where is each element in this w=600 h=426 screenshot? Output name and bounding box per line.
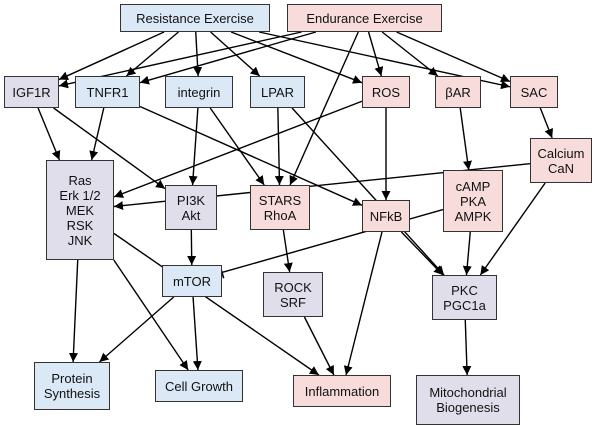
node-label: mTOR — [172, 273, 212, 289]
node-label: ROCK SRF — [274, 279, 312, 310]
edge-ros-to-ras — [113, 100, 363, 198]
node-rock-srf: ROCK SRF — [263, 272, 323, 317]
node-label: Mitochondrial Biogenesis — [429, 385, 507, 415]
edge-bar-to-camp — [459, 107, 472, 171]
edge-lpar-to-pkc — [291, 107, 445, 276]
edge-ras-to-protein — [69, 259, 79, 363]
edge-integrin-to-stars — [209, 107, 265, 186]
node-cell-growth: Cell Growth — [155, 370, 243, 402]
edge-rock-to-inflammation — [303, 316, 335, 376]
edge-resistance-to-ros — [230, 31, 363, 84]
edge-lpar-to-stars — [274, 107, 284, 186]
edge-layer — [37, 31, 554, 376]
edge-igf1r-to-pi3k — [53, 107, 166, 190]
edge-resistance-to-lpar — [210, 31, 261, 77]
node-label: STARS RhoA — [258, 192, 302, 223]
node-label: PI3K Akt — [176, 192, 206, 223]
edge-camp-to-pkc — [462, 231, 472, 276]
node-resistance-exercise: Resistance Exercise — [120, 4, 270, 32]
node-mitochondrial-biogenesis: Mitochondrial Biogenesis — [416, 375, 520, 425]
node-label: IGF1R — [12, 84, 51, 100]
node-label: PKC PGC1a — [443, 282, 486, 313]
node-stars-rhoa: STARS RhoA — [250, 185, 310, 230]
node-endurance-exercise: Endurance Exercise — [287, 4, 442, 32]
node-camp-pka-ampk: cAMP PKA AMPK — [443, 170, 503, 232]
edge-ras-to-inflammation — [113, 232, 320, 376]
node-label: cAMP PKA AMPK — [454, 178, 492, 224]
node-label: Endurance Exercise — [306, 10, 423, 26]
edge-stars-to-rock — [282, 229, 293, 273]
node-beta-adrenergic-receptor: βAR — [435, 76, 481, 108]
node-label: Ras Erk 1/2 MEK RSK JNK — [59, 172, 101, 248]
edge-endurance-to-tnfr1 — [139, 31, 317, 85]
edge-nfkb-to-pkc — [400, 231, 444, 276]
edge-endurance-to-ros — [367, 31, 384, 77]
node-label: Calcium CaN — [537, 145, 585, 176]
node-protein-synthesis: Protein Synthesis — [34, 362, 110, 410]
node-mtor: mTOR — [162, 265, 222, 297]
node-pi3k-akt: PI3K Akt — [165, 185, 217, 230]
node-label: Cell Growth — [165, 378, 233, 394]
node-sac: SAC — [510, 76, 558, 108]
node-label: SAC — [520, 84, 548, 100]
edge-endurance-to-stars — [289, 31, 359, 186]
node-lpar: LPAR — [250, 76, 305, 108]
edge-endurance-to-sac — [396, 31, 511, 83]
node-pkc-pgc1a: PKC PGC1a — [432, 275, 497, 320]
node-ros: ROS — [362, 76, 410, 108]
node-label: integrin — [177, 84, 221, 100]
edge-resistance-to-integrin — [193, 31, 203, 77]
node-label: βAR — [445, 84, 471, 100]
node-nfkb: NFkB — [362, 200, 410, 232]
node-ras-erk-mek-rsk-jnk: Ras Erk 1/2 MEK RSK JNK — [46, 160, 114, 260]
node-inflammation: Inflammation — [293, 375, 391, 407]
edge-sac-to-calcium — [539, 107, 554, 139]
node-igf1r: IGF1R — [4, 76, 59, 108]
node-label: Resistance Exercise — [136, 10, 254, 26]
edge-pkc-to-mito — [462, 319, 472, 376]
node-label: TNFR1 — [86, 84, 129, 100]
edge-calcium-to-pkc — [479, 182, 546, 276]
node-label: ROS — [371, 84, 401, 100]
edge-mtor-to-protein — [98, 296, 175, 363]
edge-igf1r-to-ras — [37, 107, 61, 161]
edge-resistance-to-igf1r — [58, 31, 165, 81]
edge-endurance-to-bar — [381, 31, 439, 77]
edge-integrin-to-pi3k — [188, 107, 199, 186]
node-label: Protein Synthesis — [43, 371, 101, 401]
edge-nfkb-to-inflammation — [343, 231, 383, 376]
node-calcium-can: Calcium CaN — [530, 138, 592, 183]
edge-tnfr1-to-nfkb — [139, 105, 363, 206]
node-label: LPAR — [261, 84, 294, 100]
node-integrin: integrin — [165, 76, 233, 108]
node-label: NFkB — [369, 208, 403, 224]
edge-mtor-to-cellgrowth — [192, 296, 202, 371]
node-tnfr1: TNFR1 — [75, 76, 140, 108]
edge-tnfr1-to-ras — [89, 107, 105, 161]
node-label: Inflammation — [304, 383, 380, 399]
edge-ras-to-cellgrowth — [113, 259, 189, 371]
